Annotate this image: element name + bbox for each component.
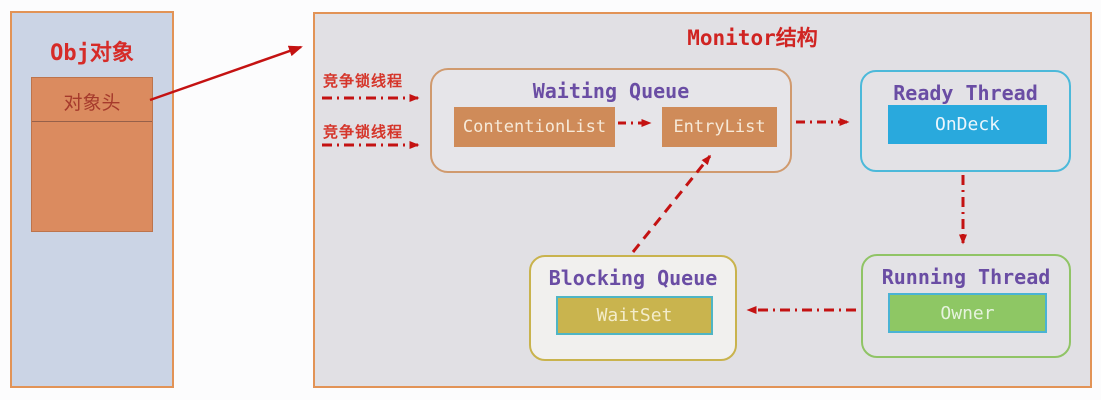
waiting-queue-title: Waiting Queue [532,79,690,103]
entry-list-node: EntryList [662,107,777,147]
ready-thread-title: Ready Thread [893,81,1038,105]
running-thread-title: Running Thread [881,265,1051,289]
waiting-queue-box: Waiting Queue ContentionList EntryList [430,68,792,173]
blocking-queue-title: Blocking Queue [548,266,718,290]
obj-object-title: Obj对象 [50,41,134,66]
contending-thread-label-1: 竞争锁线程 [323,72,404,90]
object-header-box: 对象头 [31,77,153,232]
contending-thread-label-2: 竞争锁线程 [323,123,404,141]
running-thread-box: Running Thread Owner [861,254,1071,358]
object-header-divider [32,121,152,122]
ready-thread-box: Ready Thread OnDeck [860,70,1071,172]
contention-list-node: ContentionList [454,107,615,147]
monitor-title: Monitor结构 [687,26,818,50]
blocking-queue-box: Blocking Queue WaitSet [529,255,737,361]
waitset-node: WaitSet [556,296,713,335]
owner-node: Owner [888,293,1047,333]
ondeck-node: OnDeck [888,105,1047,144]
object-header-label: 对象头 [63,92,121,114]
obj-object-box: Obj对象 对象头 [10,11,174,388]
